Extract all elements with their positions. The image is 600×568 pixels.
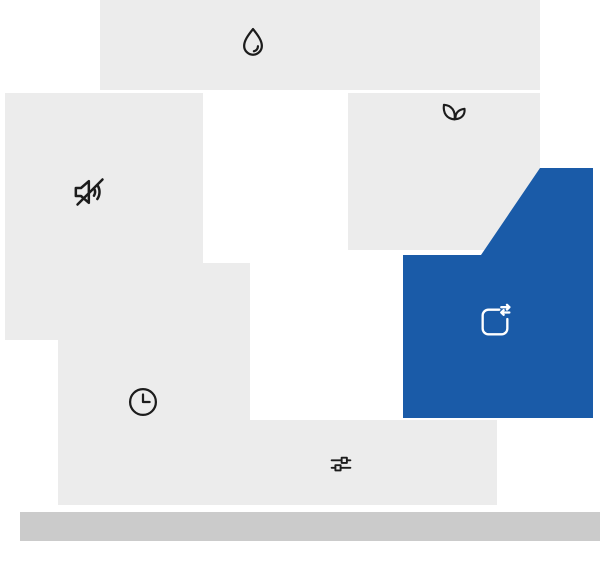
leaf-icon [438, 97, 472, 131]
speaker-muted-icon [70, 172, 110, 212]
tile-water[interactable] [100, 0, 540, 90]
remote-transfer-icon [475, 302, 515, 342]
tile-settings[interactable] [58, 420, 497, 505]
bottom-scrollbar[interactable] [20, 512, 600, 541]
clock-icon [125, 384, 161, 420]
sliders-icon [326, 449, 356, 479]
water-drop-icon [235, 25, 271, 61]
